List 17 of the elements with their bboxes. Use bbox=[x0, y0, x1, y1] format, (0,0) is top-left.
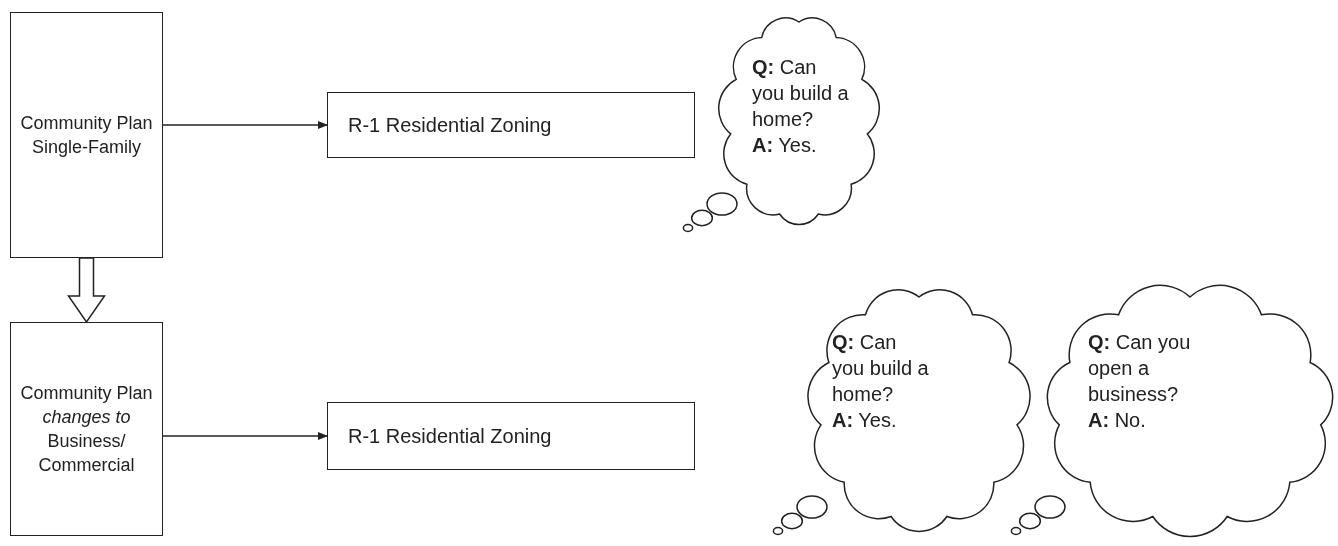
box-label: R-1 Residential Zoning bbox=[348, 424, 552, 448]
box-label: R-1 Residential Zoning bbox=[348, 113, 552, 137]
arrow bbox=[162, 121, 328, 129]
answer-text: A: Yes. bbox=[832, 408, 898, 433]
process-box bbox=[10, 12, 163, 258]
box-label: Community Plan changes to Business/ Commercial bbox=[19, 382, 154, 477]
box-label: Community Plan Single-Family bbox=[19, 112, 154, 159]
process-box bbox=[327, 92, 695, 158]
question-text: Q: Can you build a home? bbox=[832, 330, 930, 407]
question-text: Q: Can you open a business? bbox=[1088, 330, 1191, 407]
answer-text: A: Yes. bbox=[752, 133, 818, 158]
process-box bbox=[10, 322, 163, 536]
question-text: Q: Can you build a home? bbox=[752, 55, 850, 132]
process-box bbox=[327, 402, 695, 470]
hollow-arrow bbox=[67, 257, 106, 324]
arrow bbox=[162, 432, 328, 440]
answer-text: A: No. bbox=[1088, 408, 1147, 433]
